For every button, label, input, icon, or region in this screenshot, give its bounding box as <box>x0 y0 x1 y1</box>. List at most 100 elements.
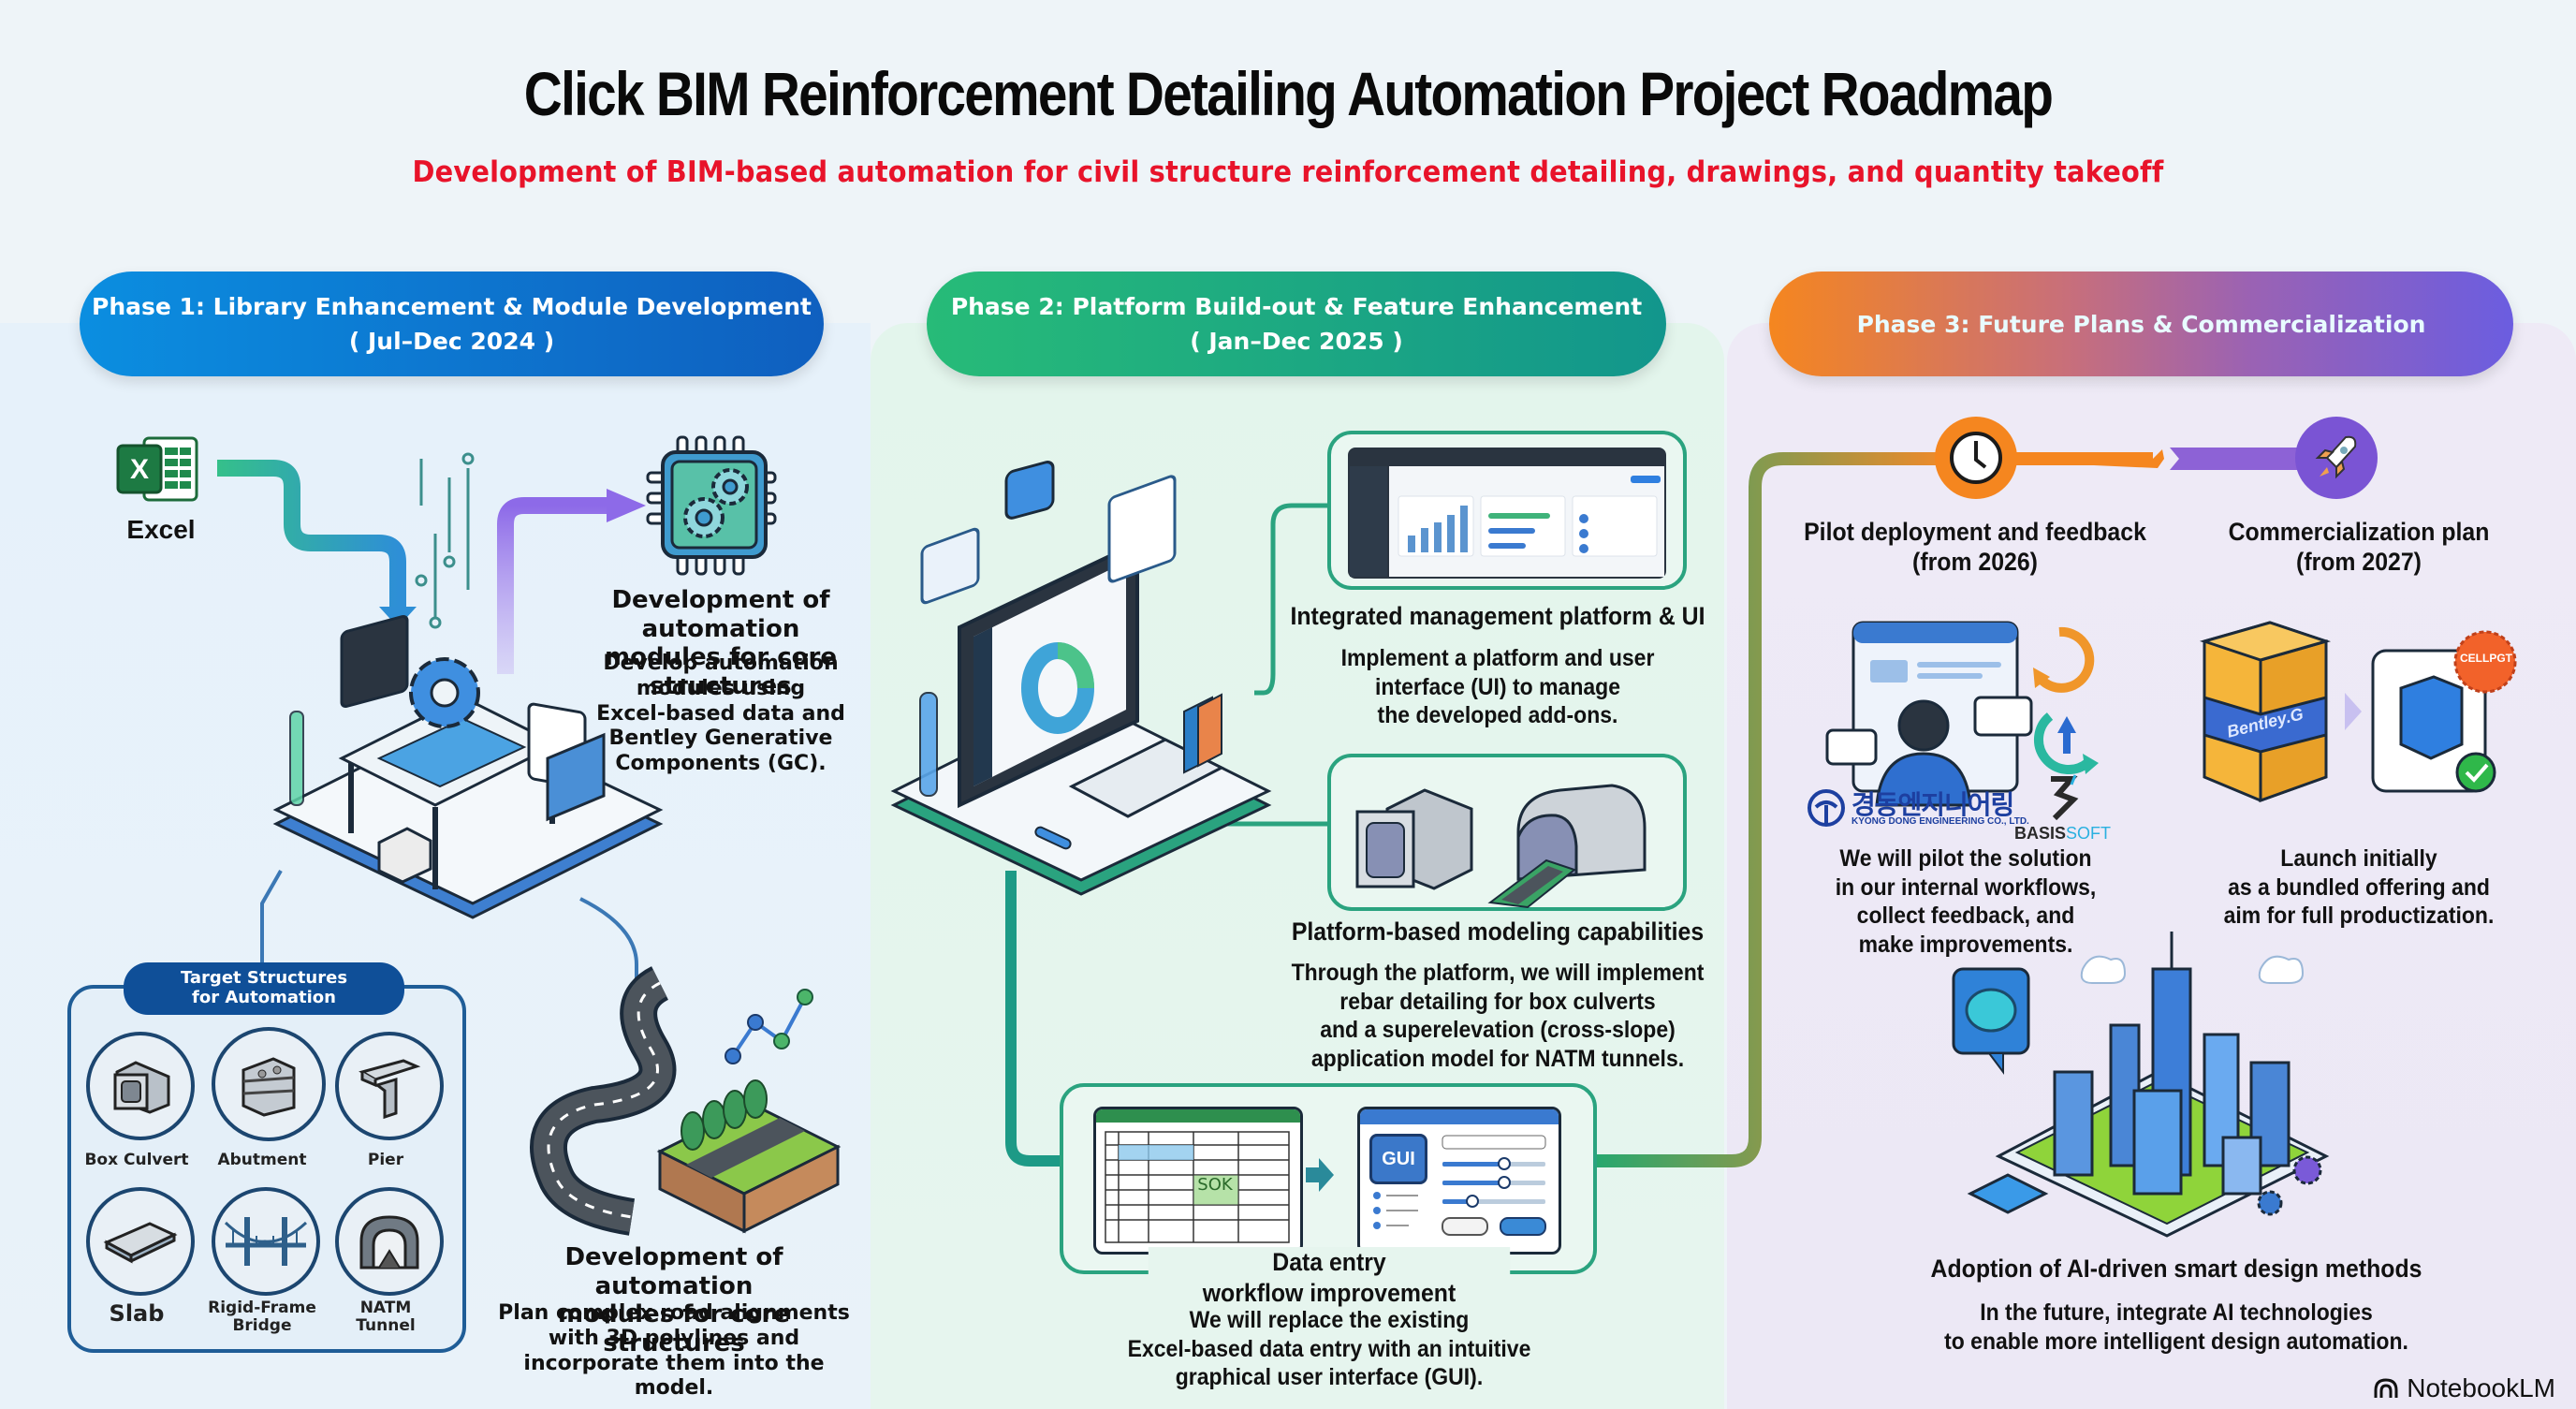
heading-line: Development of automation <box>564 1243 783 1300</box>
heading-line: Development of automation <box>611 586 830 643</box>
body-line: to enable more intelligent design automa… <box>1944 1328 2408 1355</box>
spreadsheet-grid <box>1105 1131 1290 1243</box>
modeling-card <box>1327 754 1687 911</box>
kyongdong-logo-icon <box>1807 788 1846 828</box>
gui-controls <box>1373 1135 1546 1236</box>
rocket-icon <box>2315 435 2357 479</box>
heading-line: Data entry <box>1272 1248 1386 1276</box>
body-line: Excel-based data entry with an intuitive <box>1127 1335 1531 1362</box>
body-line: and a superelevation (cross-slope) <box>1320 1017 1676 1043</box>
heading-line: Commercialization plan <box>2228 518 2490 546</box>
phase2-block1-heading: Integrated management platform & UI <box>1290 602 1705 630</box>
body-line: We will replace the existing <box>1189 1307 1470 1333</box>
ai-smart-city-illustration <box>1952 932 2345 1240</box>
phase2-header: Phase 2: Platform Build-out & Feature En… <box>927 272 1666 376</box>
package-badge-label: CELLPGT <box>2460 652 2512 665</box>
slab-icon <box>86 1187 195 1296</box>
basis-text: BASIS <box>2014 824 2067 843</box>
pier-icon <box>335 1032 444 1140</box>
data-stream-icon <box>415 452 475 629</box>
heading-line: modules for core structures <box>558 1300 790 1358</box>
rocket-milestone <box>2295 417 2378 499</box>
gui-mockup: GUI <box>1357 1107 1561 1255</box>
workstation-desk-illustration <box>257 614 679 927</box>
body-line: as a bundled offering and <box>2228 873 2490 901</box>
body-line: Plan complex road alignments <box>498 1301 850 1325</box>
basissoft-logo-icon <box>2045 774 2083 822</box>
body-line: We will pilot the solution <box>1839 845 2092 872</box>
title-line: for Automation <box>192 988 336 1007</box>
phase3-milestone2-body: Launch initially as a bundled offering a… <box>2195 844 2523 931</box>
phase2-block2-heading: Platform-based modeling capabilities <box>1291 917 1705 946</box>
body-line: Develop automation <box>603 652 839 675</box>
chip-gears-icon <box>646 435 786 576</box>
period-line: (from 2027) <box>2296 547 2422 576</box>
platform-ui-card <box>1327 431 1687 590</box>
body-line: Launch initially <box>2280 845 2437 872</box>
phase3-milestone1-body: We will pilot the solution in our intern… <box>1820 844 2113 959</box>
spreadsheet-cell-value: SOK <box>1197 1175 1233 1195</box>
body-line: in our internal workflows, <box>1835 873 2097 901</box>
chip-flow-arrow <box>497 497 608 674</box>
soft-text: SOFT <box>2066 824 2112 843</box>
body-line: make improvements. <box>1858 931 2073 958</box>
box-culvert-icon <box>86 1032 195 1140</box>
phase2-title: Phase 2: Platform Build-out & Feature En… <box>950 293 1643 320</box>
phase1-header: Phase 1: Library Enhancement & Module De… <box>80 272 824 376</box>
dashboard-mockup-icon <box>1348 448 1666 579</box>
body-line: the developed add-ons. <box>1377 702 1618 728</box>
phase1-block2-heading: Development of automation modules for co… <box>487 1243 861 1358</box>
phase2-block1-body: Implement a platform and user interface … <box>1299 644 1695 730</box>
phase1-block1-heading: Development of automation modules for co… <box>534 586 908 701</box>
phase2-block2-body: Through the platform, we will implement … <box>1266 959 1731 1073</box>
phase3-milestone2-heading: Commercialization plan (from 2027) <box>2160 518 2556 578</box>
phase3-milestone1-heading: Pilot deployment and feedback (from 2026… <box>1777 518 2173 578</box>
body-line: interface (UI) to manage <box>1375 673 1620 700</box>
body-line: Excel-based data and <box>596 701 845 726</box>
body-line: Through the platform, we will implement <box>1291 960 1705 986</box>
phase1-block1-body: Develop automation modules using Excel-b… <box>562 652 880 777</box>
body-line: In the future, integrate AI technologies <box>1980 1299 2373 1326</box>
tunnel-label: NATM Tunnel <box>356 1299 416 1335</box>
clock-icon <box>1950 432 2002 484</box>
heading-line: modules for core structures <box>605 643 837 701</box>
road-alignment-illustration <box>520 964 842 1236</box>
excel-label: Excel <box>126 515 196 544</box>
watermark-text: NotebookLM <box>2407 1373 2555 1402</box>
gui-badge: GUI <box>1369 1134 1427 1184</box>
computer-workstation-illustration <box>885 461 1278 899</box>
phase3-block3-heading: Adoption of AI-driven smart design metho… <box>1930 1255 2422 1283</box>
phase3-title: Phase 3: Future Plans & Commercializatio… <box>1856 310 2426 338</box>
clock-milestone <box>1935 417 2017 499</box>
svg-text:X: X <box>130 454 149 485</box>
body-line: incorporate them into the model. <box>523 1351 825 1401</box>
phase2-block3-heading: Data entry workflow improvement <box>1148 1247 1511 1309</box>
tunnel-icon <box>335 1187 444 1296</box>
body-line: Components (GC). <box>615 752 827 776</box>
phase1-title: Phase 1: Library Enhancement & Module De… <box>92 293 812 320</box>
page-subtitle: Development of BIM-based automation for … <box>412 155 2164 189</box>
heading-line: Pilot deployment and feedback <box>1804 518 2146 546</box>
kyongdong-logo-english: KYONG DONG ENGINEERING CO., LTD. <box>1852 816 2029 827</box>
excel-icon: X <box>112 433 206 507</box>
body-line: Implement a platform and user <box>1340 645 1655 671</box>
body-line: Bentley Generative <box>608 727 833 751</box>
phase3-header: Phase 3: Future Plans & Commercializatio… <box>1769 272 2513 376</box>
phase3-block3-body: In the future, integrate AI technologies… <box>1910 1299 2443 1356</box>
pier-label: Pier <box>367 1151 404 1169</box>
arrow-right-icon <box>1306 1156 1334 1194</box>
box-culvert-label: Box Culvert <box>84 1151 189 1169</box>
spreadsheet-titlebar <box>1096 1109 1300 1123</box>
body-line: aim for full productization. <box>2223 903 2495 929</box>
phase1-block2-body: Plan complex road alignments with 3D pol… <box>487 1301 861 1402</box>
slab-label: Slab <box>109 1300 165 1327</box>
abutment-label: Abutment <box>217 1151 307 1169</box>
title-line: Target Structures <box>180 968 348 989</box>
bridge-label: Rigid-Frame Bridge <box>208 1299 316 1335</box>
body-line: collect feedback, and <box>1856 903 2075 929</box>
period-line: (from 2026) <box>1912 547 2038 576</box>
page-title: Click BIM Reinforcement Detailing Automa… <box>523 59 2054 128</box>
excel-flow-arrow <box>217 460 406 609</box>
notebooklm-watermark: NotebookLM <box>2373 1373 2555 1403</box>
